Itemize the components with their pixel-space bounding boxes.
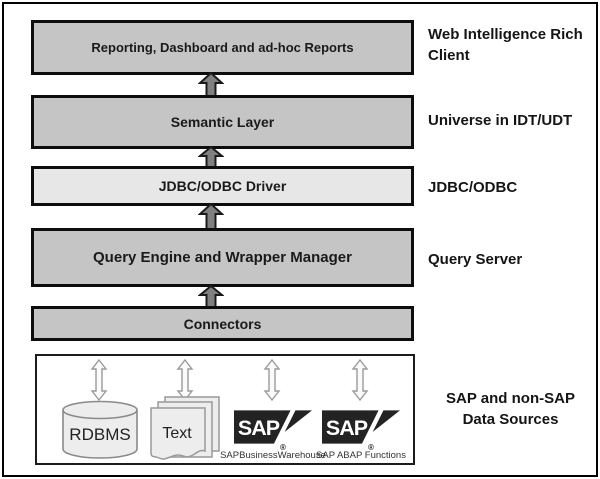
side-label-jdbc-odbc: JDBC/ODBC bbox=[428, 179, 518, 196]
side-label-data-sources: SAP and non-SAP Data Sources bbox=[428, 388, 593, 430]
data-source-text: Text bbox=[147, 356, 223, 464]
data-source-sap-abap: SAP ® SAP ABAP Functions bbox=[316, 356, 406, 464]
layer-box-label: Query Engine and Wrapper Manager bbox=[93, 249, 352, 266]
side-label-line1: SAP and non-SAP bbox=[446, 390, 575, 407]
layer-box-label: Connectors bbox=[183, 315, 262, 332]
double-arrow-icon bbox=[263, 359, 281, 401]
layer-box-label: JDBC/ODBC Driver bbox=[158, 178, 287, 194]
up-arrow-icon bbox=[198, 146, 224, 168]
double-arrow-icon bbox=[351, 359, 369, 401]
layer-box-label: Semantic Layer bbox=[170, 114, 275, 130]
layer-box-label: Reporting, Dashboard and ad-hoc Reports bbox=[91, 40, 354, 55]
text-label: Text bbox=[162, 425, 192, 442]
sap-logo-icon: SAP bbox=[234, 410, 312, 444]
sap-abap-label: SAP ABAP Functions bbox=[316, 450, 406, 461]
layer-box-jdbc-odbc-driver: JDBC/ODBC Driver bbox=[31, 166, 414, 206]
layer-box-reporting: Reporting, Dashboard and ad-hoc Reports bbox=[31, 20, 414, 75]
sap-logo-text: SAP bbox=[238, 416, 280, 440]
side-label-web-intelligence: Web Intelligence Rich Client bbox=[428, 26, 583, 64]
data-sources-box: RDBMS Text SAP ® bbox=[35, 354, 415, 465]
up-arrow-icon bbox=[198, 203, 224, 230]
side-label-universe: Universe in IDT/UDT bbox=[428, 112, 573, 129]
registered-mark: ® bbox=[280, 443, 286, 452]
side-label-query-server: Query Server bbox=[428, 251, 523, 268]
double-arrow-icon bbox=[90, 359, 108, 401]
sap-logo-icon: SAP bbox=[322, 410, 400, 444]
up-arrow-icon bbox=[198, 72, 224, 97]
layer-box-query-engine: Query Engine and Wrapper Manager bbox=[31, 228, 414, 287]
registered-mark: ® bbox=[368, 443, 374, 452]
data-source-sap-bw: SAP ® SAPBusinessWarehouse bbox=[220, 356, 326, 464]
layer-box-semantic-layer: Semantic Layer bbox=[31, 95, 414, 149]
double-arrow-icon bbox=[176, 359, 194, 401]
document-stack-icon: Text bbox=[150, 396, 220, 460]
up-arrow-icon bbox=[198, 285, 224, 308]
sap-logo-text: SAP bbox=[326, 416, 368, 440]
database-cylinder-icon: RDBMS bbox=[62, 400, 138, 459]
layer-box-connectors: Connectors bbox=[31, 306, 414, 341]
side-label-line2: Data Sources bbox=[462, 411, 559, 428]
rdbms-label: RDBMS bbox=[69, 425, 130, 444]
data-source-rdbms: RDBMS bbox=[61, 356, 139, 464]
sap-bw-label: SAPBusinessWarehouse bbox=[220, 450, 326, 461]
